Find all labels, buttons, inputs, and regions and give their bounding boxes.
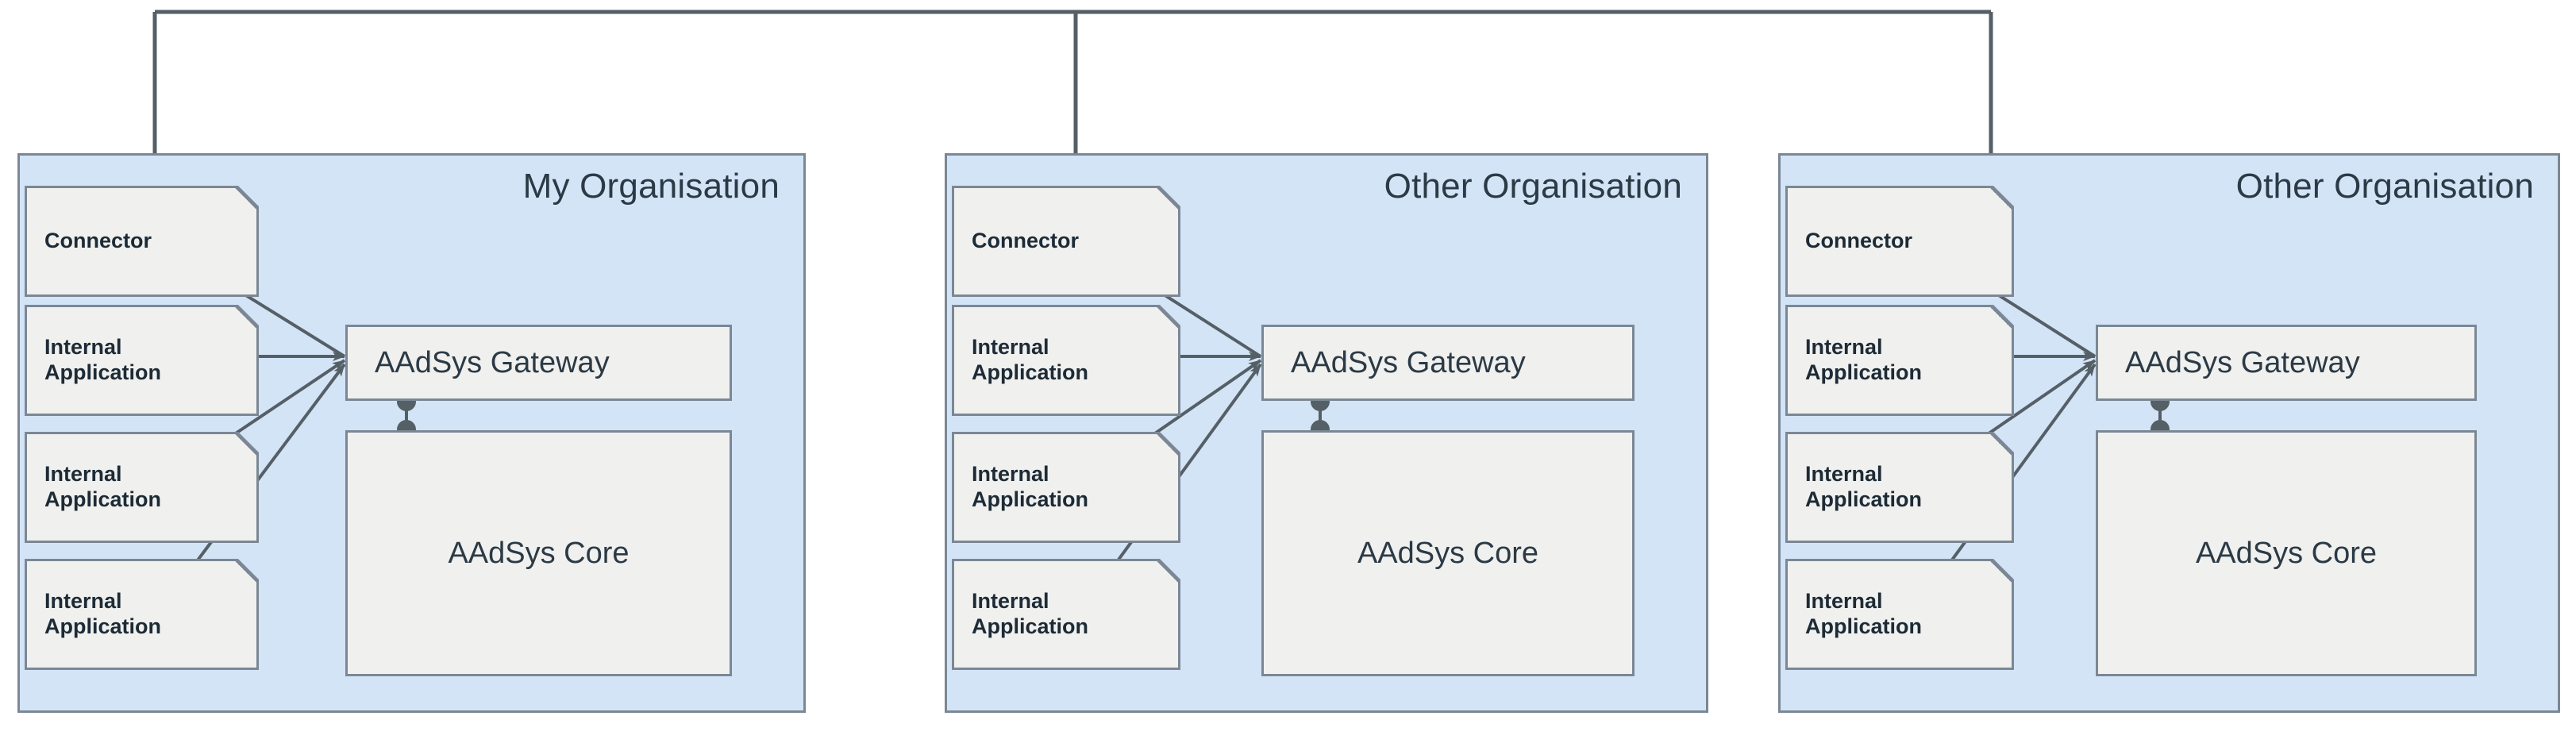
node-connector[interactable]: Connector: [952, 186, 1180, 297]
node-connector[interactable]: Connector: [25, 186, 259, 297]
org-title: Other Organisation: [2235, 167, 2534, 206]
note-fold-icon: [235, 561, 256, 583]
node-label: AAdSys Core: [448, 536, 630, 570]
node-label: AAdSys Gateway: [1291, 345, 1526, 379]
note-fold-icon: [1157, 561, 1178, 583]
note-fold-icon: [1990, 434, 2012, 456]
node-internal-application-1[interactable]: Internal Application: [25, 305, 259, 416]
node-internal-application-2[interactable]: Internal Application: [25, 432, 259, 543]
node-internal-application-1[interactable]: Internal Application: [952, 305, 1180, 416]
node-label: Connector: [44, 229, 152, 253]
note-fold-icon: [1990, 561, 2012, 583]
node-label: Internal Application: [972, 589, 1088, 638]
node-aadsys-core[interactable]: AAdSys Core: [345, 430, 732, 676]
node-label: AAdSys Core: [2195, 536, 2378, 570]
node-label: Internal Application: [1805, 335, 1922, 384]
node-label: AAdSys Gateway: [375, 345, 610, 379]
org-panel-2[interactable]: Other Organisation: [945, 153, 1708, 713]
node-internal-application-3[interactable]: Internal Application: [25, 559, 259, 670]
node-aadsys-core[interactable]: AAdSys Core: [1261, 430, 1635, 676]
node-label: Internal Application: [44, 589, 161, 638]
note-fold-icon: [1990, 307, 2012, 329]
node-aadsys-gateway[interactable]: AAdSys Gateway: [1261, 325, 1635, 401]
node-label: Connector: [972, 229, 1079, 253]
node-label: Internal Application: [1805, 589, 1922, 638]
note-fold-icon: [1157, 434, 1178, 456]
node-label: AAdSys Gateway: [2125, 345, 2360, 379]
node-internal-application-3[interactable]: Internal Application: [1785, 559, 2014, 670]
org-title: My Organisation: [522, 167, 780, 206]
node-internal-application-3[interactable]: Internal Application: [952, 559, 1180, 670]
node-label: Internal Application: [972, 462, 1088, 511]
node-internal-application-2[interactable]: Internal Application: [952, 432, 1180, 543]
org-title: Other Organisation: [1384, 167, 1682, 206]
note-fold-icon: [235, 307, 256, 329]
node-aadsys-core[interactable]: AAdSys Core: [2096, 430, 2477, 676]
node-connector[interactable]: Connector: [1785, 186, 2014, 297]
org-panel-3[interactable]: Other Organisation: [1778, 153, 2560, 713]
node-internal-application-1[interactable]: Internal Application: [1785, 305, 2014, 416]
note-fold-icon: [1157, 188, 1178, 210]
node-aadsys-gateway[interactable]: AAdSys Gateway: [2096, 325, 2477, 401]
note-fold-icon: [235, 434, 256, 456]
note-fold-icon: [1990, 188, 2012, 210]
node-label: Internal Application: [1805, 462, 1922, 511]
node-internal-application-2[interactable]: Internal Application: [1785, 432, 2014, 543]
node-label: Internal Application: [44, 335, 161, 384]
node-label: Connector: [1805, 229, 1912, 253]
node-label: Internal Application: [44, 462, 161, 511]
node-aadsys-gateway[interactable]: AAdSys Gateway: [345, 325, 732, 401]
node-label: AAdSys Core: [1357, 536, 1539, 570]
note-fold-icon: [1157, 307, 1178, 329]
org-panel-1[interactable]: My Organisation: [17, 153, 806, 713]
node-label: Internal Application: [972, 335, 1088, 384]
note-fold-icon: [235, 188, 256, 210]
